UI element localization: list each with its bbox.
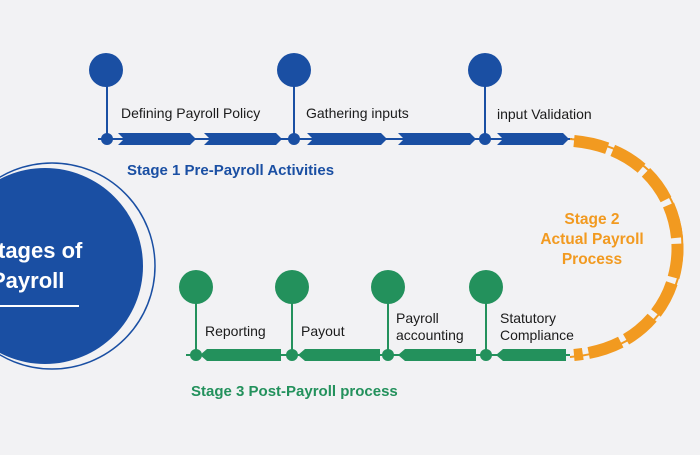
pin-marker-icon bbox=[89, 53, 123, 145]
arrow-segment-icon bbox=[398, 349, 476, 361]
step-statutory-compliance-line2: Compliance bbox=[500, 327, 574, 343]
step-input-validation: input Validation bbox=[497, 106, 592, 122]
step-reporting: Reporting bbox=[205, 323, 266, 339]
pin-marker-icon bbox=[468, 53, 502, 145]
pin-marker-icon bbox=[469, 270, 503, 361]
arrow-segment-icon bbox=[204, 133, 282, 145]
stage1-title: Stage 1 Pre-Payroll Activities bbox=[127, 162, 335, 179]
arrow-segment-icon bbox=[398, 133, 476, 145]
pin-marker-icon bbox=[277, 53, 311, 145]
step-payroll-accounting-line2: accounting bbox=[396, 327, 464, 343]
step-gathering-inputs: Gathering inputs bbox=[306, 105, 409, 121]
step-defining-payroll-policy: Defining Payroll Policy bbox=[121, 105, 261, 121]
stage3-track bbox=[179, 270, 570, 361]
stage2-title-line2: Actual Payroll bbox=[540, 231, 644, 248]
stage2-title-line1: Stage 2 bbox=[564, 211, 620, 228]
stage3-title: Stage 3 Post-Payroll process bbox=[191, 383, 398, 400]
stage2-title: Stage 2 Actual Payroll Process bbox=[525, 210, 659, 270]
stage1-track bbox=[89, 53, 572, 145]
step-payout: Payout bbox=[301, 323, 345, 339]
main-title-line2: Payroll bbox=[0, 268, 65, 293]
arrow-segment-icon bbox=[497, 133, 569, 145]
pin-marker-icon bbox=[275, 270, 309, 361]
arrow-segment-icon bbox=[298, 349, 380, 361]
main-circle bbox=[0, 162, 156, 370]
stage2-title-line3: Process bbox=[561, 251, 623, 268]
arrow-segment-icon bbox=[496, 349, 566, 361]
step-statutory-compliance-line1: Statutory bbox=[500, 310, 557, 326]
pin-marker-icon bbox=[179, 270, 213, 361]
step-payroll-accounting-line1: Payroll bbox=[396, 310, 439, 326]
pin-marker-icon bbox=[371, 270, 405, 361]
arrow-segment-icon bbox=[307, 133, 387, 145]
arrow-segment-icon bbox=[200, 349, 281, 361]
arrow-segment-icon bbox=[118, 133, 196, 145]
main-title-line1: tages of bbox=[0, 238, 83, 263]
stage2-curve bbox=[569, 135, 684, 361]
